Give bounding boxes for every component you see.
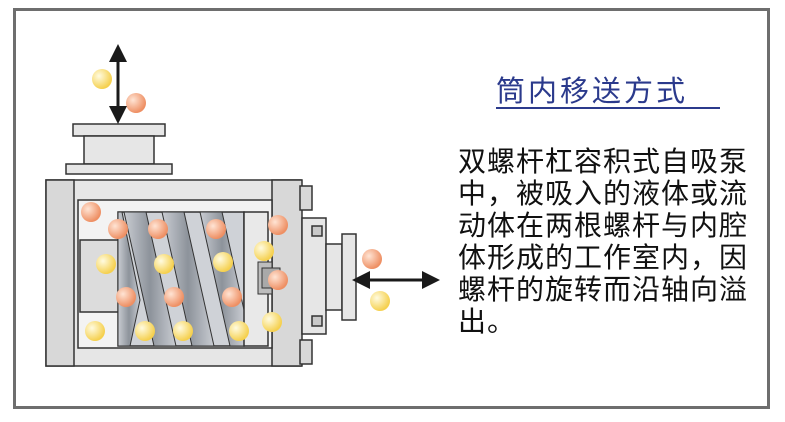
inlet-arrow — [109, 44, 127, 124]
particle-yellow — [370, 291, 390, 311]
particle-orange — [148, 219, 168, 239]
particle-orange — [268, 270, 288, 290]
title-underline — [496, 107, 720, 109]
particle-yellow — [154, 254, 174, 274]
diagram-title: 筒内移送方式 — [496, 74, 689, 108]
particle-orange — [126, 93, 146, 113]
particle-yellow — [213, 252, 233, 272]
particle-orange — [116, 287, 136, 307]
outlet-nozzle — [301, 217, 357, 335]
particle-orange — [164, 287, 184, 307]
fluid-particles — [81, 69, 390, 341]
particle-orange — [81, 202, 101, 222]
inlet-nozzle — [65, 123, 173, 175]
particle-yellow — [85, 321, 105, 341]
particle-orange — [362, 249, 382, 269]
particle-yellow — [254, 241, 274, 261]
particle-yellow — [229, 321, 249, 341]
particle-yellow — [173, 321, 193, 341]
particle-orange — [206, 219, 226, 239]
particle-yellow — [96, 254, 116, 274]
particle-yellow — [135, 321, 155, 341]
outlet-arrow — [352, 271, 440, 289]
particle-yellow — [92, 69, 112, 89]
particle-orange — [108, 219, 128, 239]
particle-orange — [222, 287, 242, 307]
diagram-description: 双螺杆杠容积式自吸泵中，被吸入的液体或流动体在两根螺杆与内腔体形成的工作室内，因… — [458, 145, 749, 338]
particle-yellow — [262, 312, 282, 332]
particle-orange — [268, 215, 288, 235]
